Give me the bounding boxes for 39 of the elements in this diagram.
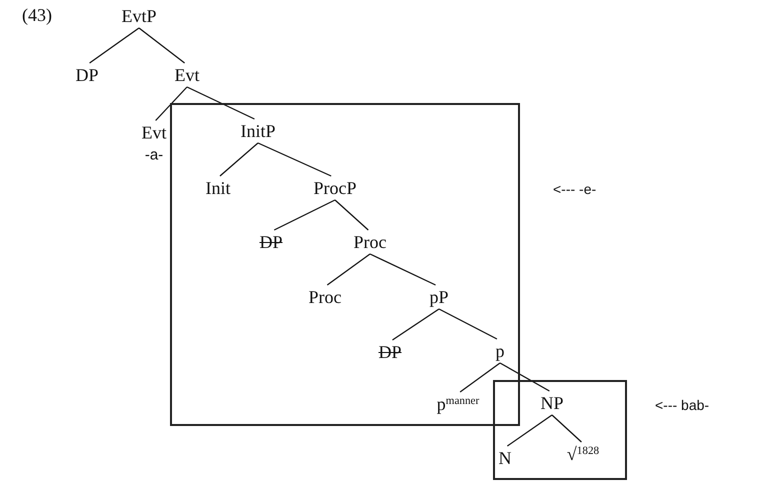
tree-branch <box>258 142 332 177</box>
tree-branch <box>89 28 140 64</box>
tree-node-label: Proc <box>354 233 386 251</box>
tree-node-label: EvtP <box>122 7 156 25</box>
example-number: (43) <box>22 6 52 24</box>
pointer-note: <--- -e- <box>553 182 596 196</box>
bracket-frame <box>170 103 520 426</box>
tree-branch <box>500 362 550 392</box>
tree-node-label: NP <box>540 394 564 412</box>
tree-node-label: Evt <box>142 124 166 142</box>
tree-node-label: pP <box>430 288 448 306</box>
tree-node-label: DP <box>76 66 98 84</box>
tree-node-label: Init <box>206 179 230 197</box>
tree-branch <box>392 308 440 340</box>
tree-node-label: p$^{manner}$ <box>436 395 480 413</box>
tree-node-label: DP <box>260 233 282 251</box>
tree-node-label: Proc <box>308 288 342 306</box>
tree-node-label: ProcP <box>314 179 356 197</box>
pointer-note: <--- bab- <box>655 398 710 412</box>
tree-branch <box>274 199 336 231</box>
morpheme-label: -a- <box>144 148 164 162</box>
tree-branch <box>460 362 500 392</box>
tree-node-label: DP <box>378 343 402 361</box>
tree-node-label: √$^{1828}$ <box>566 445 600 463</box>
tree-branch <box>438 308 498 340</box>
tree-node-label: N <box>498 449 512 467</box>
tree-branch <box>326 254 370 286</box>
tree-branch <box>186 86 255 120</box>
bracket-frame <box>493 380 627 480</box>
tree-branch <box>552 414 582 442</box>
tree-branch <box>138 28 185 64</box>
tree-branch <box>370 253 436 286</box>
tree-node-label: Evt <box>174 66 200 84</box>
tree-branch <box>334 200 369 230</box>
tree-branch <box>155 86 188 121</box>
tree-node-label: p <box>496 342 504 360</box>
tree-node-label: InitP <box>240 122 276 140</box>
tree-branch <box>507 414 552 446</box>
tree-branch <box>220 142 258 176</box>
